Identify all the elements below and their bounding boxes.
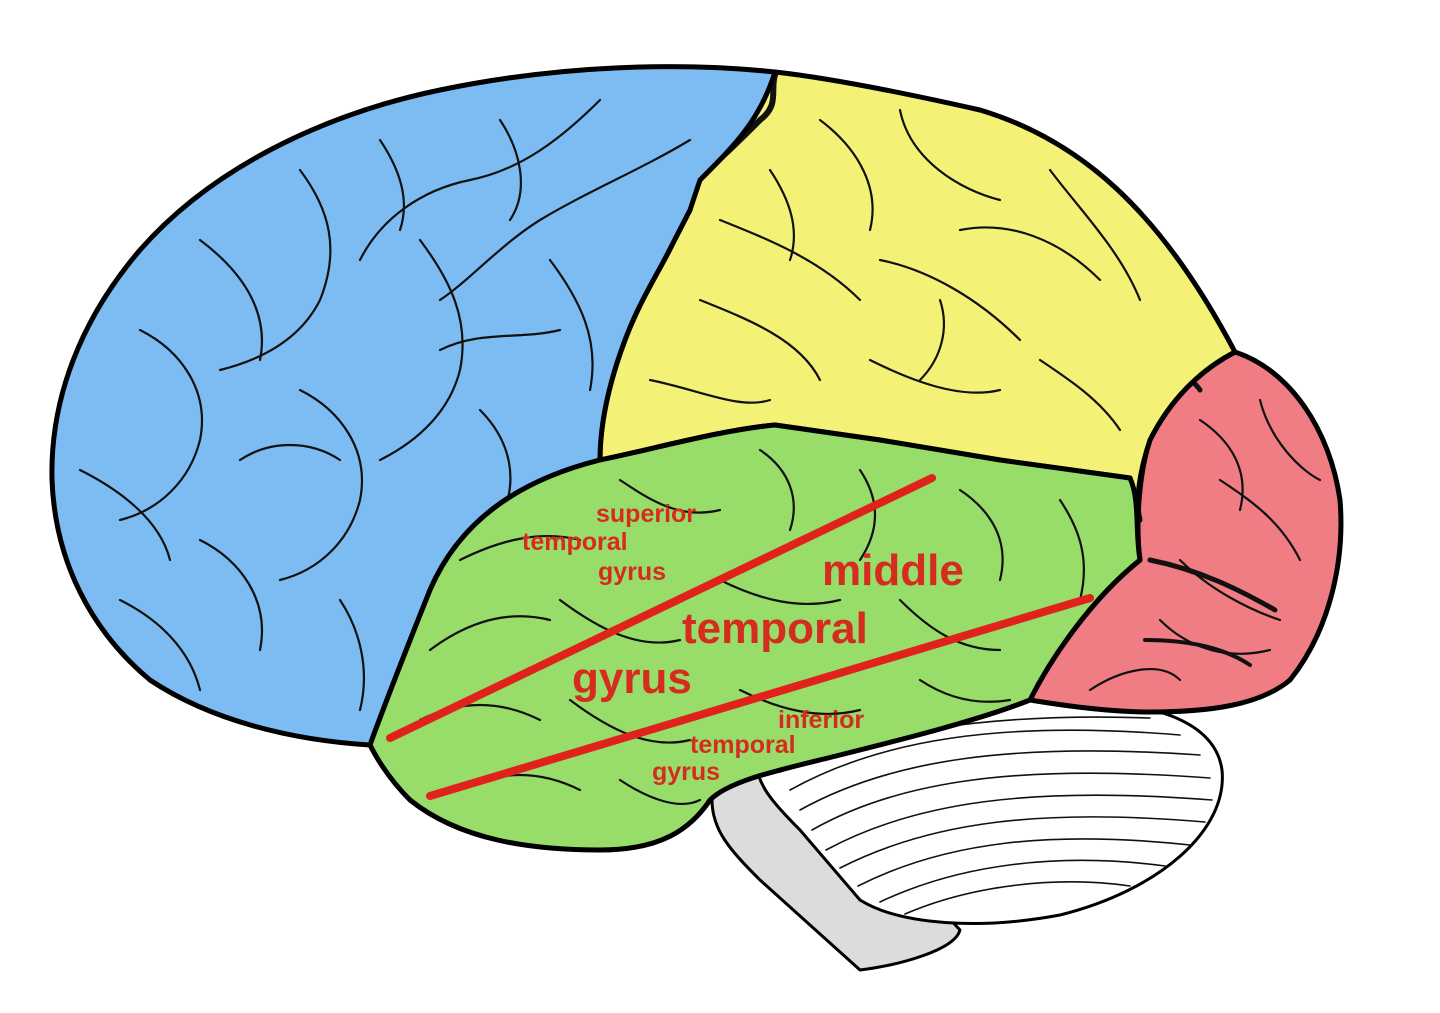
inferior-temporal-gyrus-label-line2: temporal (690, 731, 796, 759)
inferior-temporal-gyrus-label-line1: inferior (778, 706, 864, 734)
superior-temporal-gyrus-label-line3: gyrus (598, 558, 666, 586)
occipital-lower-line (1143, 638, 1252, 667)
superior-temporal-sulcus-highlight (386, 474, 936, 742)
frontal-lobe (49, 64, 778, 748)
occipital-notch-line (1147, 557, 1278, 613)
middle-temporal-gyrus-label-line3: gyrus (572, 654, 692, 703)
frontal-sulci (78, 98, 692, 712)
temporal-lobe (367, 422, 1143, 853)
inferior-temporal-gyrus-label-line3: gyrus (652, 758, 720, 786)
superior-temporal-gyrus-label-line2: temporal (522, 528, 628, 556)
middle-temporal-gyrus-label-line2: temporal (682, 604, 868, 653)
middle-temporal-gyrus-label-line1: middle (822, 546, 964, 595)
superior-temporal-gyrus-label-line1: superior (596, 500, 696, 528)
inferior-temporal-sulcus-highlight (426, 594, 1094, 800)
occipital-sulci (1088, 398, 1322, 692)
parietal-sulci (648, 108, 1142, 432)
